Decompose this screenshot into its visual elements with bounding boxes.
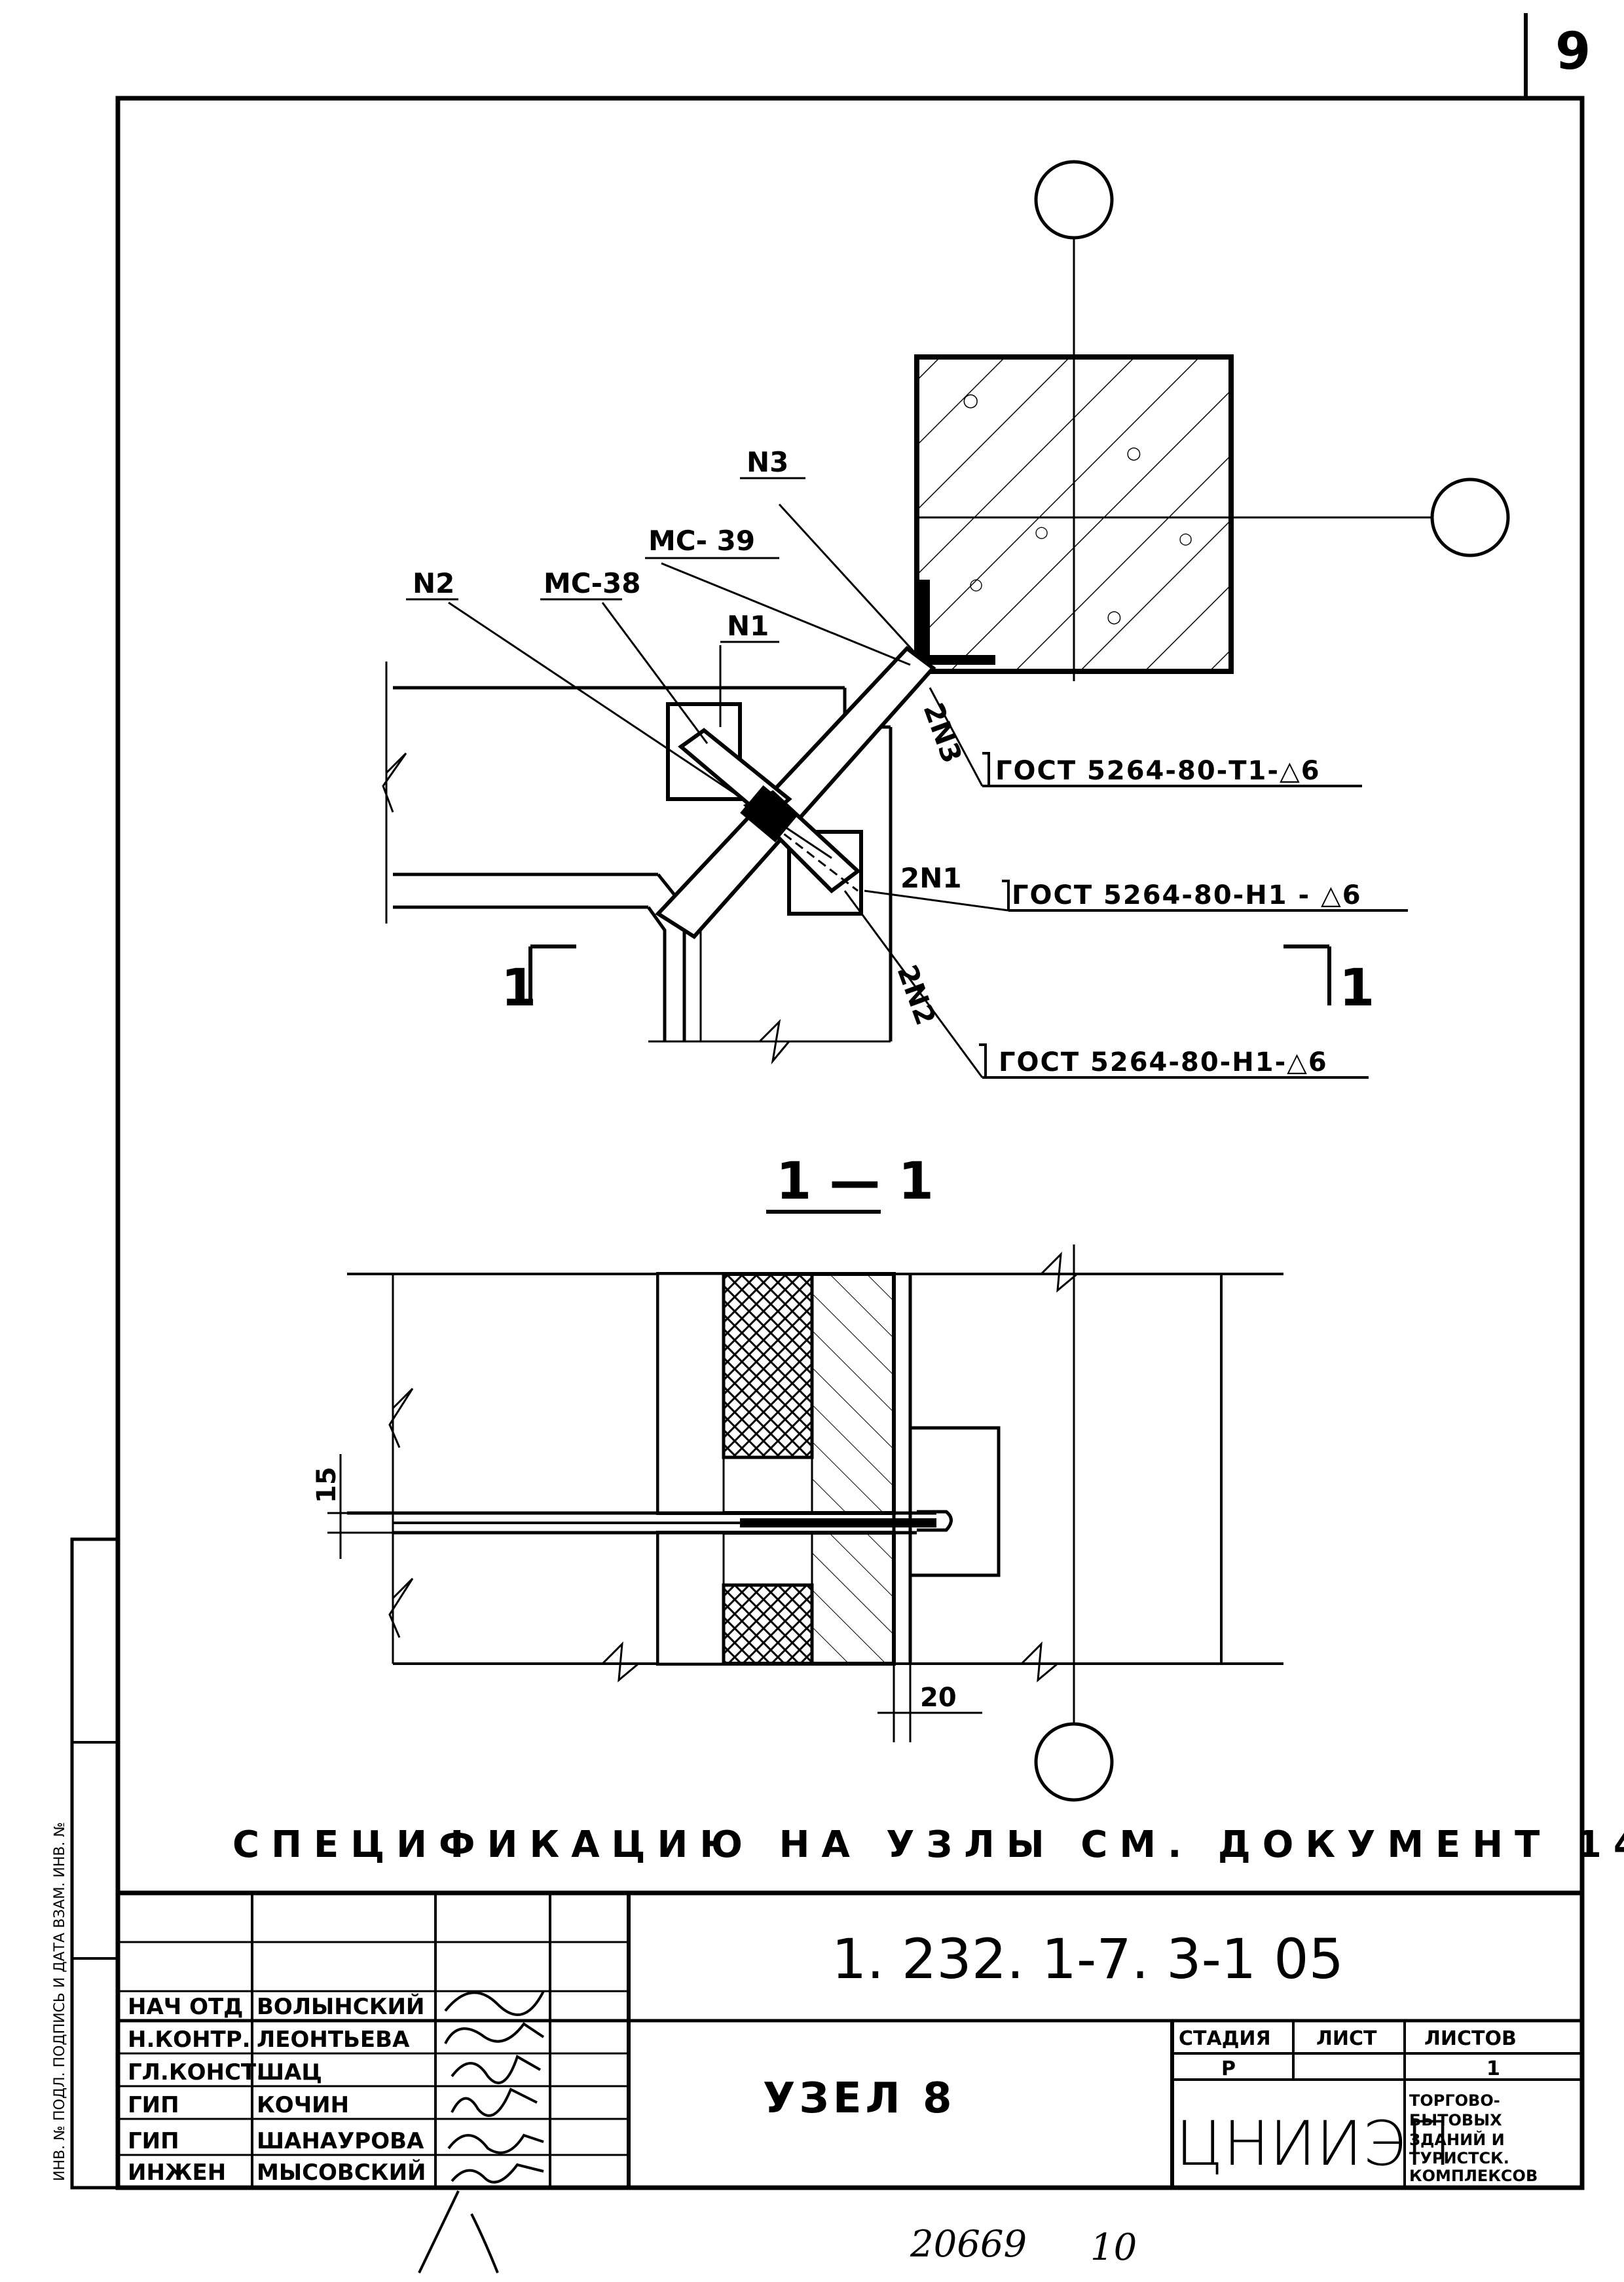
svg-text:20: 20 <box>920 1683 957 1713</box>
page-number-box: 9 <box>1524 13 1591 98</box>
svg-text:○: ○ <box>1107 607 1122 627</box>
svg-text:○: ○ <box>969 575 983 593</box>
sheet-header: ЛИСТ <box>1316 2027 1377 2050</box>
org-sub-line: БЫТОВЫХ <box>1409 2111 1502 2129</box>
weld-2n2: 2N2 <box>891 961 942 1030</box>
person-role: ГИП <box>128 2128 179 2154</box>
person-name: ЛЕОНТЬЕВА <box>257 2027 410 2053</box>
signatures <box>418 1991 545 2273</box>
embedded-plate-upper <box>666 702 742 801</box>
drawing-code: 1. 232. 1-7. 3-1 05 <box>832 1927 1344 1991</box>
title-block: 1. 232. 1-7. 3-1 05 НАЧ ОТД ВОЛЫНСКИЙ Н.… <box>115 1890 1585 2273</box>
person-role: ИНЖЕН <box>128 2160 226 2186</box>
person-name: ВОЛЫНСКИЙ <box>257 1993 424 2020</box>
weld-2n1: 2N1 <box>900 862 962 894</box>
specification-note: СПЕЦИФИКАЦИЮ НА УЗЛЫ СМ. ДОКУМЕНТ 14 <box>232 1824 1624 1866</box>
person-role: НАЧ ОТД <box>128 1994 243 2020</box>
outer-plate <box>908 1426 1001 1577</box>
drawing-frame <box>115 96 1585 2190</box>
stage-header: СТАДИЯ <box>1179 2027 1271 2050</box>
drawing-title: УЗЕЛ 8 <box>763 2074 956 2123</box>
person-name: ШАЦ <box>257 2059 322 2086</box>
weld-gost-2: ГОСТ 5264-80-Н1 - △6 <box>1012 880 1362 910</box>
section-1-1-view: 1 — 1 <box>312 1152 1283 1802</box>
axis-circle-top <box>1034 160 1114 240</box>
svg-text:○: ○ <box>1179 529 1192 548</box>
organization-name: ЦНИИЭП <box>1175 2108 1452 2180</box>
svg-text:1: 1 <box>501 959 536 1018</box>
embedded-plate-lower <box>787 830 863 916</box>
left-margin-strip: ИНВ. № ПОДЛ. ПОДПИСЬ И ДАТА ВЗАМ. ИНВ. № <box>52 1537 120 2190</box>
org-sub-line: ЗДАНИЙ И <box>1409 2130 1505 2149</box>
left-margin-text: ИНВ. № ПОДЛ. ПОДПИСЬ И ДАТА ВЗАМ. ИНВ. № <box>52 1822 68 2181</box>
person-role: Н.КОНТР. <box>128 2027 251 2053</box>
weld-gost-3: ГОСТ 5264-80-Н1-△6 <box>999 1047 1328 1077</box>
sheets-header: ЛИСТОВ <box>1424 2027 1517 2050</box>
org-sub-line: ТУРИСТСК. <box>1409 2149 1509 2167</box>
weld-2n3: 2N3 <box>917 699 969 768</box>
callout-n1: N1 <box>727 610 769 642</box>
axis-circle-right <box>1430 477 1510 557</box>
dimension-20: 20 <box>877 1664 982 1742</box>
svg-text:15: 15 <box>312 1467 342 1503</box>
diagonal-plate <box>655 645 936 939</box>
svg-text:○: ○ <box>1035 523 1048 541</box>
axis-circle-bottom <box>1034 1722 1114 1802</box>
section-mark-left: 1 <box>501 945 576 1018</box>
dimension-15: 15 <box>312 1454 393 1559</box>
section-mark-right: 1 <box>1283 945 1375 1018</box>
inventory-number-2: 10 <box>1090 2226 1137 2269</box>
insulation-upper <box>722 1272 814 1459</box>
node-plan-view: ○ ○ ○ ○ ○ ○ <box>382 160 1510 1079</box>
svg-text:1: 1 <box>1339 959 1375 1018</box>
people-list: НАЧ ОТД ВОЛЫНСКИЙ Н.КОНТР. ЛЕОНТЬЕВА ГЛ.… <box>128 1993 426 2186</box>
person-name: КОЧИН <box>257 2092 349 2118</box>
embedded-angle <box>917 580 995 665</box>
svg-text:○: ○ <box>1126 443 1141 463</box>
section-title: 1 — 1 <box>776 1152 934 1211</box>
page-number: 9 <box>1555 22 1591 81</box>
callout-n2: N2 <box>413 567 454 599</box>
person-role: ГИП <box>128 2092 179 2118</box>
callout-n3: N3 <box>747 446 788 478</box>
org-sub-line: КОМПЛЕКСОВ <box>1409 2167 1538 2185</box>
stage-value: Р <box>1221 2057 1236 2080</box>
callout-mc38: МС-38 <box>544 567 641 599</box>
sheets-value: 1 <box>1486 2057 1500 2080</box>
concrete-column <box>914 354 1234 674</box>
svg-text:○: ○ <box>963 389 978 411</box>
person-role: ГЛ.КОНСТ. <box>128 2059 265 2086</box>
insulation-lower <box>722 1583 814 1666</box>
org-sub-line: ТОРГОВО- <box>1409 2091 1500 2110</box>
inventory-number: 20669 <box>910 2223 1027 2266</box>
callout-mc39: МС- 39 <box>648 525 755 557</box>
weld-gost-1: ГОСТ 5264-80-Т1-△6 <box>995 756 1321 786</box>
person-name: МЫСОВСКИЙ <box>257 2159 426 2186</box>
person-name: ШАНАУРОВА <box>257 2128 424 2154</box>
